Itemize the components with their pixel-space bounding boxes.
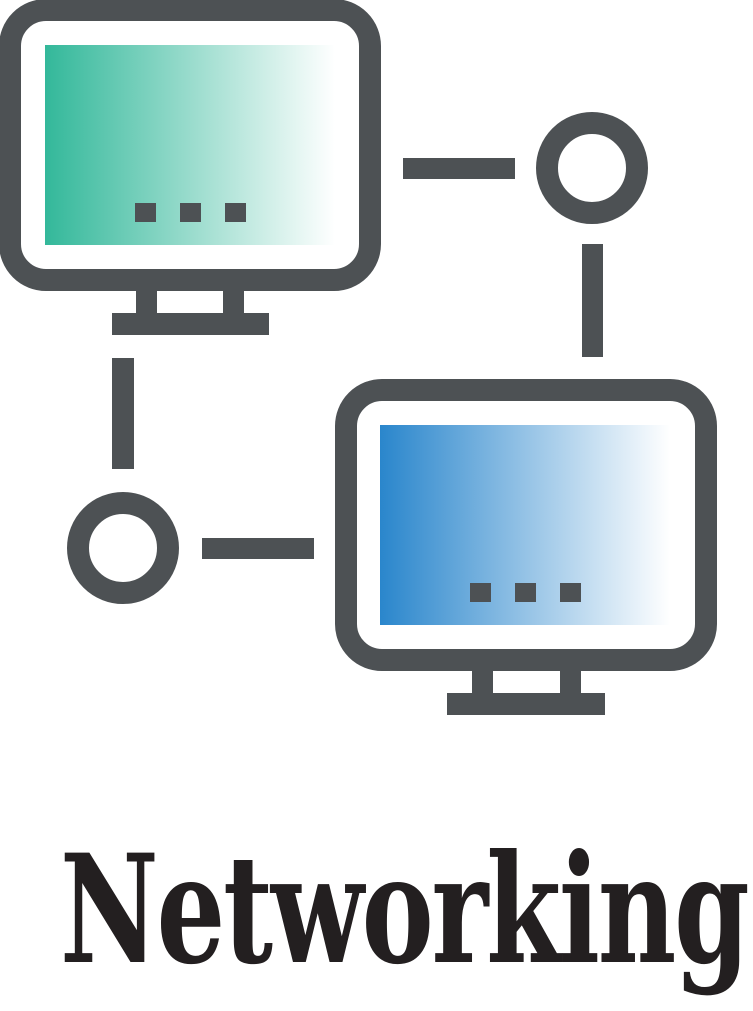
left-vertical-link-line xyxy=(112,358,134,469)
bottom-monitor-stand-left xyxy=(472,668,493,695)
bottom-monitor-dot-3 xyxy=(560,583,581,602)
top-monitor-stand-right xyxy=(223,288,244,315)
bottom-monitor-dot-2 xyxy=(515,583,536,602)
bottom-monitor-icon xyxy=(335,379,717,715)
bottom-monitor-dot-1 xyxy=(470,583,491,602)
top-monitor-icon xyxy=(0,0,381,335)
top-monitor-base xyxy=(112,313,269,335)
top-monitor-dot-2 xyxy=(180,203,201,222)
top-right-node-circle xyxy=(536,112,648,224)
network-connectors xyxy=(67,112,648,604)
top-right-link-line xyxy=(403,158,515,179)
top-monitor-stand-left xyxy=(136,288,157,315)
bottom-monitor-base xyxy=(447,693,605,715)
bottom-left-link-line xyxy=(202,538,314,559)
caption-title: Networking xyxy=(60,822,750,998)
top-monitor-dot-3 xyxy=(225,203,246,222)
bottom-monitor-stand-right xyxy=(560,668,581,695)
top-monitor-dot-1 xyxy=(135,203,156,222)
right-vertical-link-line xyxy=(582,244,603,357)
bottom-left-node-circle xyxy=(67,492,179,604)
